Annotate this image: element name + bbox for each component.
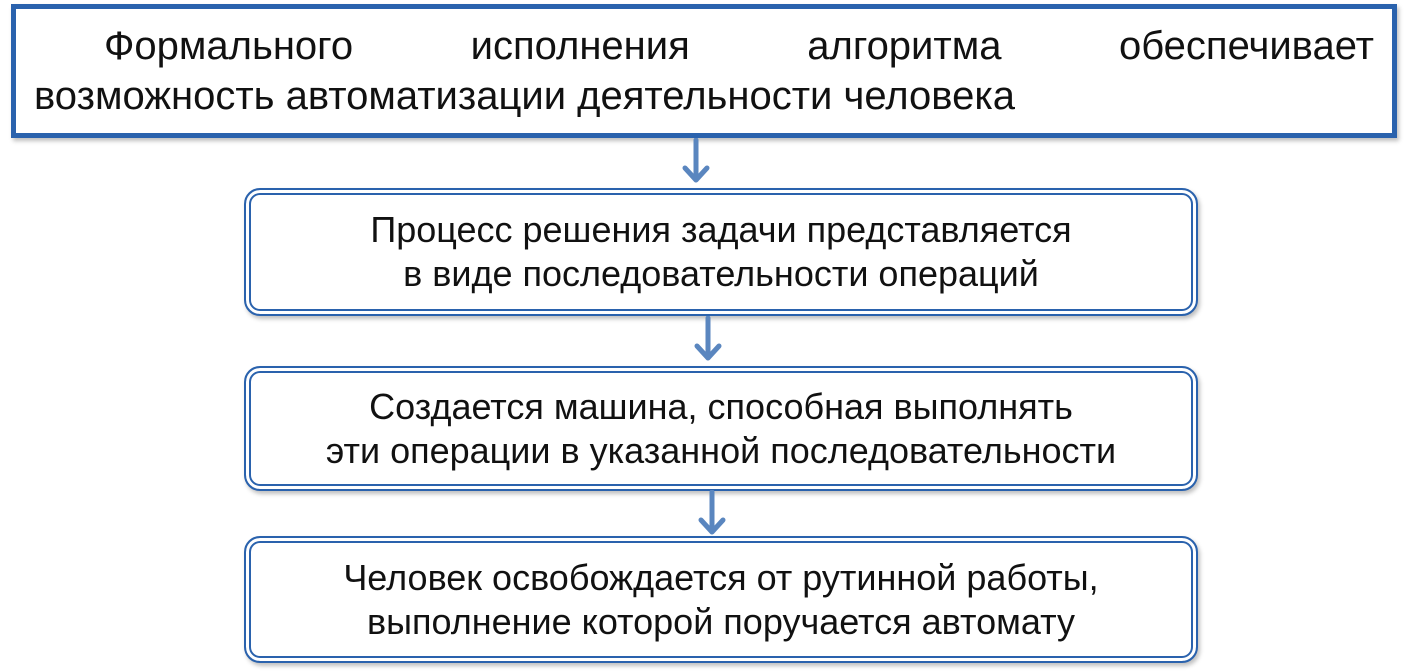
- header-line-2: возможность автоматизации деятельности ч…: [34, 74, 1015, 118]
- step-box-2: Создается машина, способная выполнять эт…: [244, 366, 1198, 491]
- step-2-line-2: эти операции в указанной последовательно…: [325, 429, 1117, 471]
- step-1-line-2: в виде последовательности операций: [403, 253, 1039, 294]
- step-box-3: Человек освобождается от рутинной работы…: [244, 536, 1198, 663]
- step-3-line-1: Человек освобождается от рутинной работы…: [343, 556, 1099, 598]
- step-1-line-1: Процесс решения задачи представляется: [370, 209, 1072, 250]
- header-line-1: Формального исполнения алгоритма обеспеч…: [34, 21, 1374, 71]
- step-2-line-1: Создается машина, способная выполнять: [369, 385, 1073, 427]
- arrow-down-icon: [694, 316, 722, 361]
- header-word-1: Формального: [104, 24, 354, 68]
- header-box: Формального исполнения алгоритма обеспеч…: [11, 4, 1397, 138]
- arrow-down-icon: [698, 490, 726, 535]
- step-3-line-2: выполнение которой поручается автомату: [367, 600, 1075, 642]
- header-word-4: обеспечивает: [1118, 24, 1374, 68]
- header-word-2: исполнения: [470, 24, 690, 68]
- arrow-down-icon: [682, 138, 710, 183]
- header-word-3: алгоритма: [807, 24, 1002, 68]
- step-box-1: Процесс решения задачи представляется в …: [244, 188, 1198, 316]
